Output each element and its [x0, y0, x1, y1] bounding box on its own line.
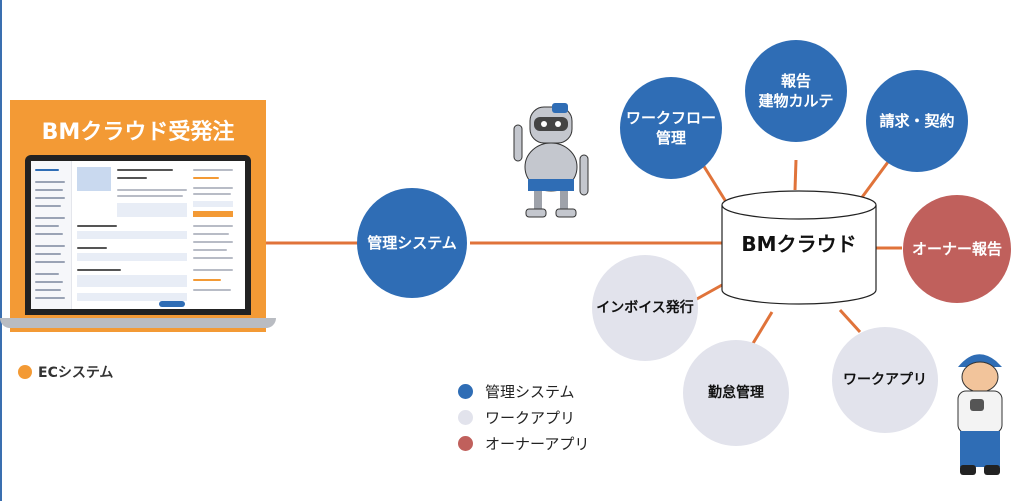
connector-workflow: [698, 159, 730, 206]
legend-label-kanri: 管理システム: [485, 383, 575, 401]
ec-legend: ECシステム: [18, 362, 113, 382]
screen-cart-button: [159, 301, 185, 307]
connector-seikyu: [858, 161, 890, 201]
legend-item-owner: オーナーアプリ: [458, 433, 589, 454]
connector-workapp: [838, 308, 862, 334]
database-cylinder-icon: [721, 190, 877, 305]
left-edge-rule: [0, 0, 2, 501]
legend-dot-work: [458, 410, 473, 425]
legend-item-kanri: 管理システム: [458, 381, 575, 402]
robot-mascot-icon: [513, 103, 589, 218]
node-workapp: ワークアプリ: [832, 327, 938, 433]
ec-legend-dot: [18, 365, 32, 379]
product-image: [77, 167, 111, 191]
node-seikyu: 請求・契約: [866, 70, 968, 172]
connector-kintai: [750, 311, 774, 346]
node-kintai: 勤怠管理: [683, 340, 789, 446]
node-karte: 報告 建物カルテ: [745, 40, 847, 142]
connector-invoice: [694, 283, 723, 302]
ec-legend-label: ECシステム: [38, 365, 114, 381]
ec-system-panel: BMクラウド受発注: [10, 100, 266, 332]
node-kanri-system: 管理システム: [357, 188, 467, 298]
laptop-illustration: [25, 155, 251, 315]
legend-label-work: ワークアプリ: [485, 409, 576, 427]
node-owner-report: オーナー報告: [903, 195, 1011, 303]
node-invoice: インボイス発行: [592, 255, 698, 361]
connector-karte: [793, 159, 798, 191]
option-tiles: [117, 203, 187, 217]
legend-label-owner: オーナーアプリ: [485, 435, 590, 453]
hub-label: BMクラウド: [741, 232, 857, 256]
legend-dot-owner: [458, 436, 473, 451]
screen-sidebar: [31, 161, 72, 309]
legend-dot-kanri: [458, 384, 473, 399]
node-workflow: ワークフロー 管理: [620, 77, 722, 179]
ec-panel-title: BMクラウド受発注: [41, 120, 235, 145]
worker-mascot-icon: [957, 354, 1003, 475]
laptop-screen: [31, 161, 245, 309]
screen-order-button: [193, 211, 233, 217]
legend-item-work: ワークアプリ: [458, 407, 575, 428]
laptop-base: [0, 318, 276, 328]
